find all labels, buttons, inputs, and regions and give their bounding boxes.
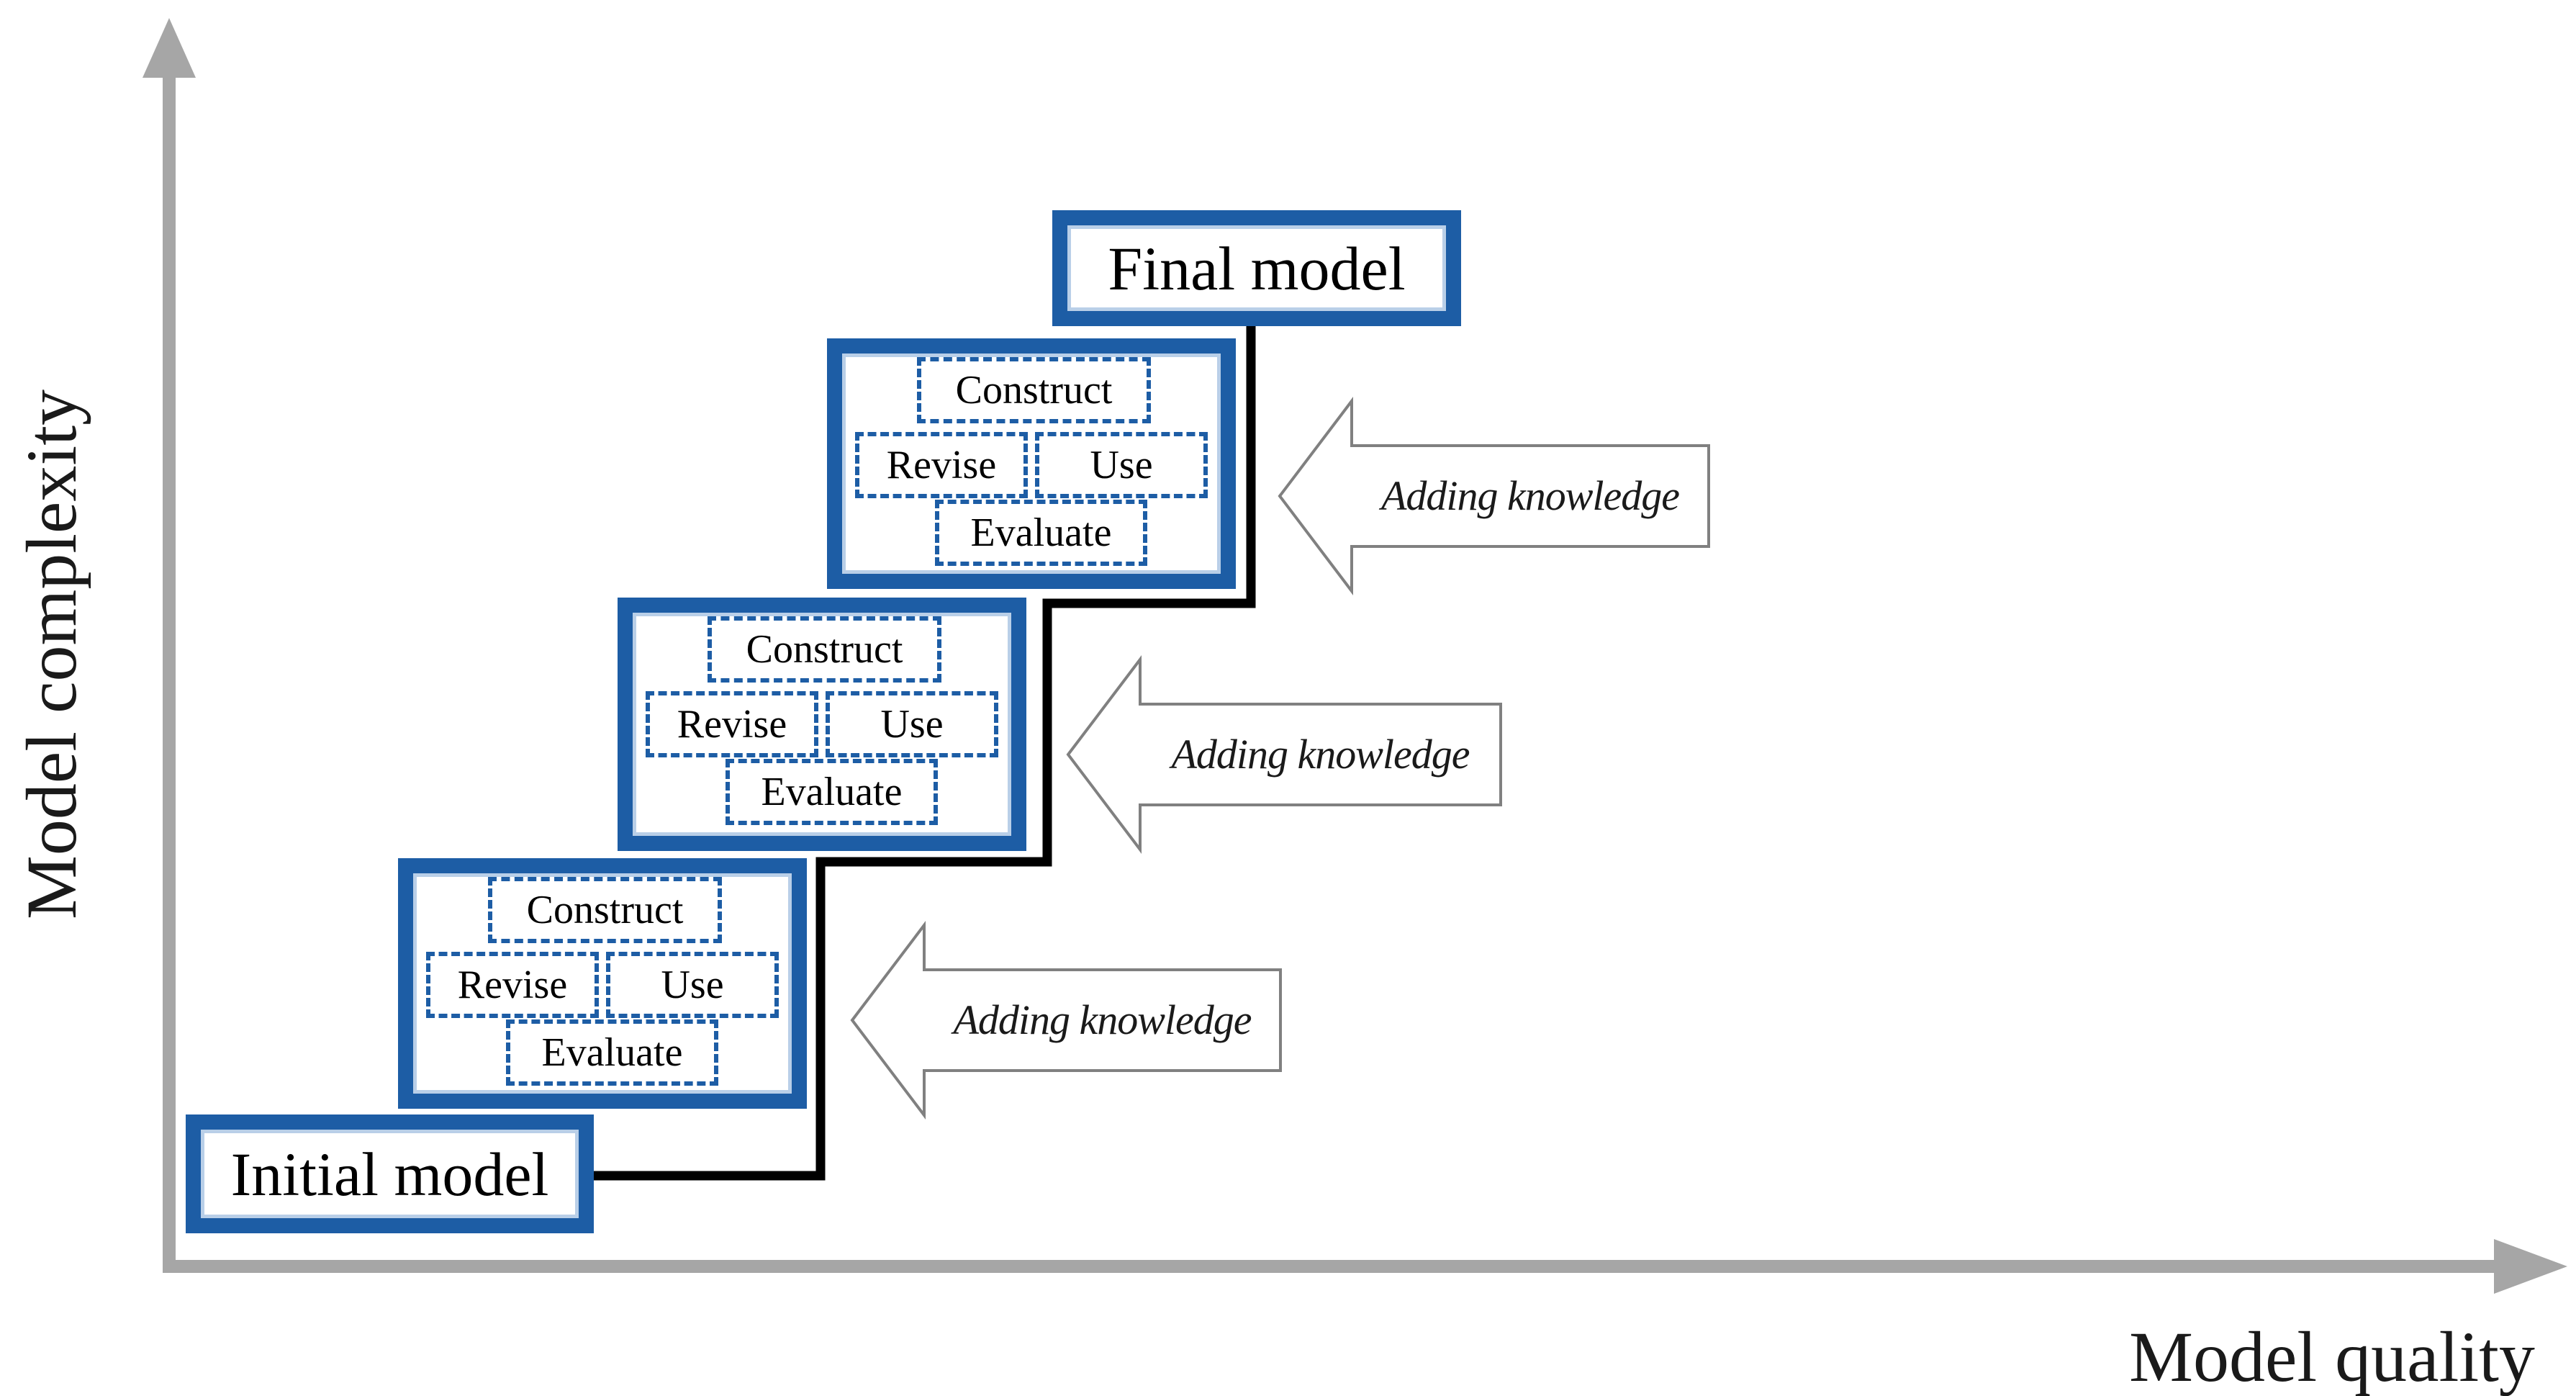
adding-knowledge-label-middle: Adding knowledge [1171,731,1470,778]
adding-knowledge-arrow-icon-bottom [850,921,1282,1120]
initial-model-box: Initial model [186,1114,594,1233]
construct-step-box: Construct [708,616,941,683]
adding-knowledge-label-bottom: Adding knowledge [953,996,1252,1043]
cycle-box-top: Construct Revise Use Evaluate [827,338,1236,589]
x-axis-arrowhead-icon [2494,1239,2567,1294]
cycle-box-bottom: Construct Revise Use Evaluate [398,858,807,1109]
evaluate-step-box: Evaluate [506,1019,718,1086]
adding-knowledge-arrow-icon-middle [1066,655,1502,854]
final-model-box: Final model [1052,210,1461,326]
adding-knowledge-label-top: Adding knowledge [1380,472,1680,519]
construct-step-box: Construct [917,357,1151,423]
evaluate-step-box: Evaluate [935,500,1147,566]
initial-model-label: Initial model [230,1139,549,1209]
evaluate-step-box: Evaluate [726,759,938,825]
y-axis-label: Model complexity [12,389,91,919]
staircase-step-line [576,313,1256,1181]
use-step-box: Use [606,952,779,1018]
final-model-label: Final model [1108,233,1406,303]
x-axis-label: Model quality [2129,1317,2535,1396]
revise-step-box: Revise [855,432,1028,498]
adding-knowledge-arrow-icon-top [1278,397,1710,595]
use-step-box: Use [1035,432,1208,498]
cycle-box-middle: Construct Revise Use Evaluate [618,598,1026,851]
y-axis-arrowhead-icon [143,18,196,78]
revise-step-box: Revise [646,691,818,757]
construct-step-box: Construct [488,877,722,943]
revise-step-box: Revise [426,952,599,1018]
use-step-box: Use [826,691,998,757]
